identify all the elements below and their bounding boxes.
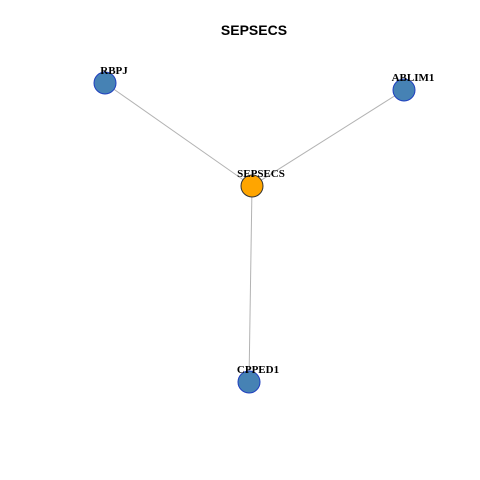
- nodes-layer: [93, 71, 416, 394]
- node-label-rbpj: RBPJ: [100, 65, 128, 77]
- edge-sepsecs-ablim1: [251, 89, 405, 187]
- edges-layer: [104, 82, 405, 383]
- node-sepsecs[interactable]: [240, 174, 264, 198]
- node-label-cpped1: CPPED1: [237, 364, 279, 376]
- node-cpped1[interactable]: [237, 370, 261, 394]
- node-rbpj[interactable]: [93, 71, 117, 95]
- graph-title: SEPSECS: [221, 22, 287, 38]
- node-label-sepsecs: SEPSECS: [237, 168, 285, 180]
- edge-sepsecs-cpped1: [248, 185, 253, 383]
- node-ablim1[interactable]: [392, 78, 416, 102]
- node-label-ablim1: ABLIM1: [392, 72, 435, 84]
- edge-sepsecs-rbpj: [104, 82, 253, 187]
